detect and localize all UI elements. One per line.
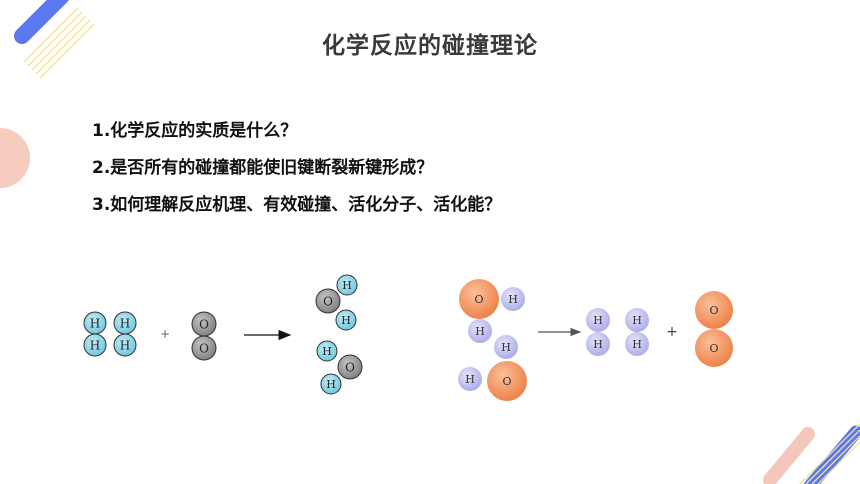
hydrogen-label: H xyxy=(342,279,352,292)
hydrogen-label: H xyxy=(90,339,100,353)
plus-sign: + xyxy=(666,324,678,340)
oxygen-label: O xyxy=(199,342,209,356)
hydrogen-label: H xyxy=(326,378,336,391)
hydrogen-label: H xyxy=(322,345,332,358)
oh-fragment: O H xyxy=(459,279,525,319)
top-left-decoration xyxy=(0,0,95,188)
yellow-hatch-decoration xyxy=(23,7,95,79)
hydrogen-atom xyxy=(113,333,137,357)
h2-molecule: H H xyxy=(468,319,518,359)
yellow-hatch-decoration-2 xyxy=(799,423,860,484)
h2-molecule: H H xyxy=(83,311,107,357)
h2o-molecule: H O H xyxy=(316,340,363,395)
question-list: 1.化学反应的实质是什么？ 2.是否所有的碰撞都能使旧键断裂新键形成？ 3.如何… xyxy=(92,118,501,229)
hydrogen-atom xyxy=(494,335,518,359)
hydrogen-atom xyxy=(316,340,338,362)
hydrogen-label: H xyxy=(632,314,642,327)
hydrogen-atom xyxy=(83,333,107,357)
hydrogen-label: H xyxy=(593,314,603,327)
hydrogen-label: H xyxy=(508,293,518,306)
question-item-3: 3.如何理解反应机理、有效碰撞、活化分子、活化能？ xyxy=(92,195,502,215)
oxygen-atom xyxy=(695,291,733,329)
hydrogen-label: H xyxy=(341,314,351,327)
hydrogen-atom xyxy=(625,308,649,332)
hydrogen-label: H xyxy=(90,317,100,331)
oxygen-atom xyxy=(315,288,341,314)
hydrogen-atom xyxy=(335,309,357,331)
o2-molecule: O O xyxy=(191,311,217,361)
oh-fragment: H O xyxy=(458,361,527,401)
hydrogen-atom xyxy=(458,367,482,391)
oxygen-atom xyxy=(337,354,363,380)
oxygen-label: O xyxy=(323,295,333,309)
page-title: 化学反应的碰撞理论 xyxy=(322,33,538,59)
blue-stripe-decoration xyxy=(14,0,69,44)
hydrogen-atom xyxy=(586,308,610,332)
oxygen-atom xyxy=(695,329,733,367)
oxygen-label: O xyxy=(502,375,511,388)
blue-stripe-decoration-2 xyxy=(803,425,860,484)
oxygen-label: O xyxy=(345,361,355,375)
h2o-molecule: H O H xyxy=(315,274,358,331)
hydrogen-label: H xyxy=(465,373,475,386)
hydrogen-label: H xyxy=(501,341,511,354)
hydrogen-label: H xyxy=(120,317,130,331)
oxygen-label: O xyxy=(709,304,718,317)
hydrogen-atom xyxy=(336,274,358,296)
peach-semicircle-decoration xyxy=(0,128,30,188)
oxygen-atom xyxy=(487,361,527,401)
h2-molecule: H H xyxy=(625,308,649,356)
oxygen-label: O xyxy=(199,318,209,332)
hydrogen-atom xyxy=(468,319,492,343)
plus-sign: + xyxy=(160,327,170,341)
o2-molecule: O O xyxy=(695,291,733,367)
hydrogen-label: H xyxy=(120,339,130,353)
ineffective-collision-figure: O H H H H O H H H xyxy=(458,279,733,401)
hydrogen-atom xyxy=(501,287,525,311)
hydrogen-atom xyxy=(320,373,342,395)
h2-molecule: H H xyxy=(113,311,137,357)
peach-stripe-decoration xyxy=(763,427,815,484)
h2-molecule: H H xyxy=(586,308,610,356)
oxygen-atom xyxy=(191,335,217,361)
question-item-1: 1.化学反应的实质是什么？ xyxy=(92,121,298,141)
hydrogen-label: H xyxy=(632,338,642,351)
hydrogen-label: H xyxy=(593,338,603,351)
oxygen-label: O xyxy=(474,293,483,306)
oxygen-label: O xyxy=(709,342,718,355)
question-item-2: 2.是否所有的碰撞都能使旧键断裂新键形成？ xyxy=(92,158,434,178)
hydrogen-atom xyxy=(586,332,610,356)
hydrogen-label: H xyxy=(475,325,485,338)
effective-collision-figure: H H H H + O O H O H xyxy=(83,274,363,395)
oxygen-atom xyxy=(459,279,499,319)
hydrogen-atom xyxy=(625,332,649,356)
